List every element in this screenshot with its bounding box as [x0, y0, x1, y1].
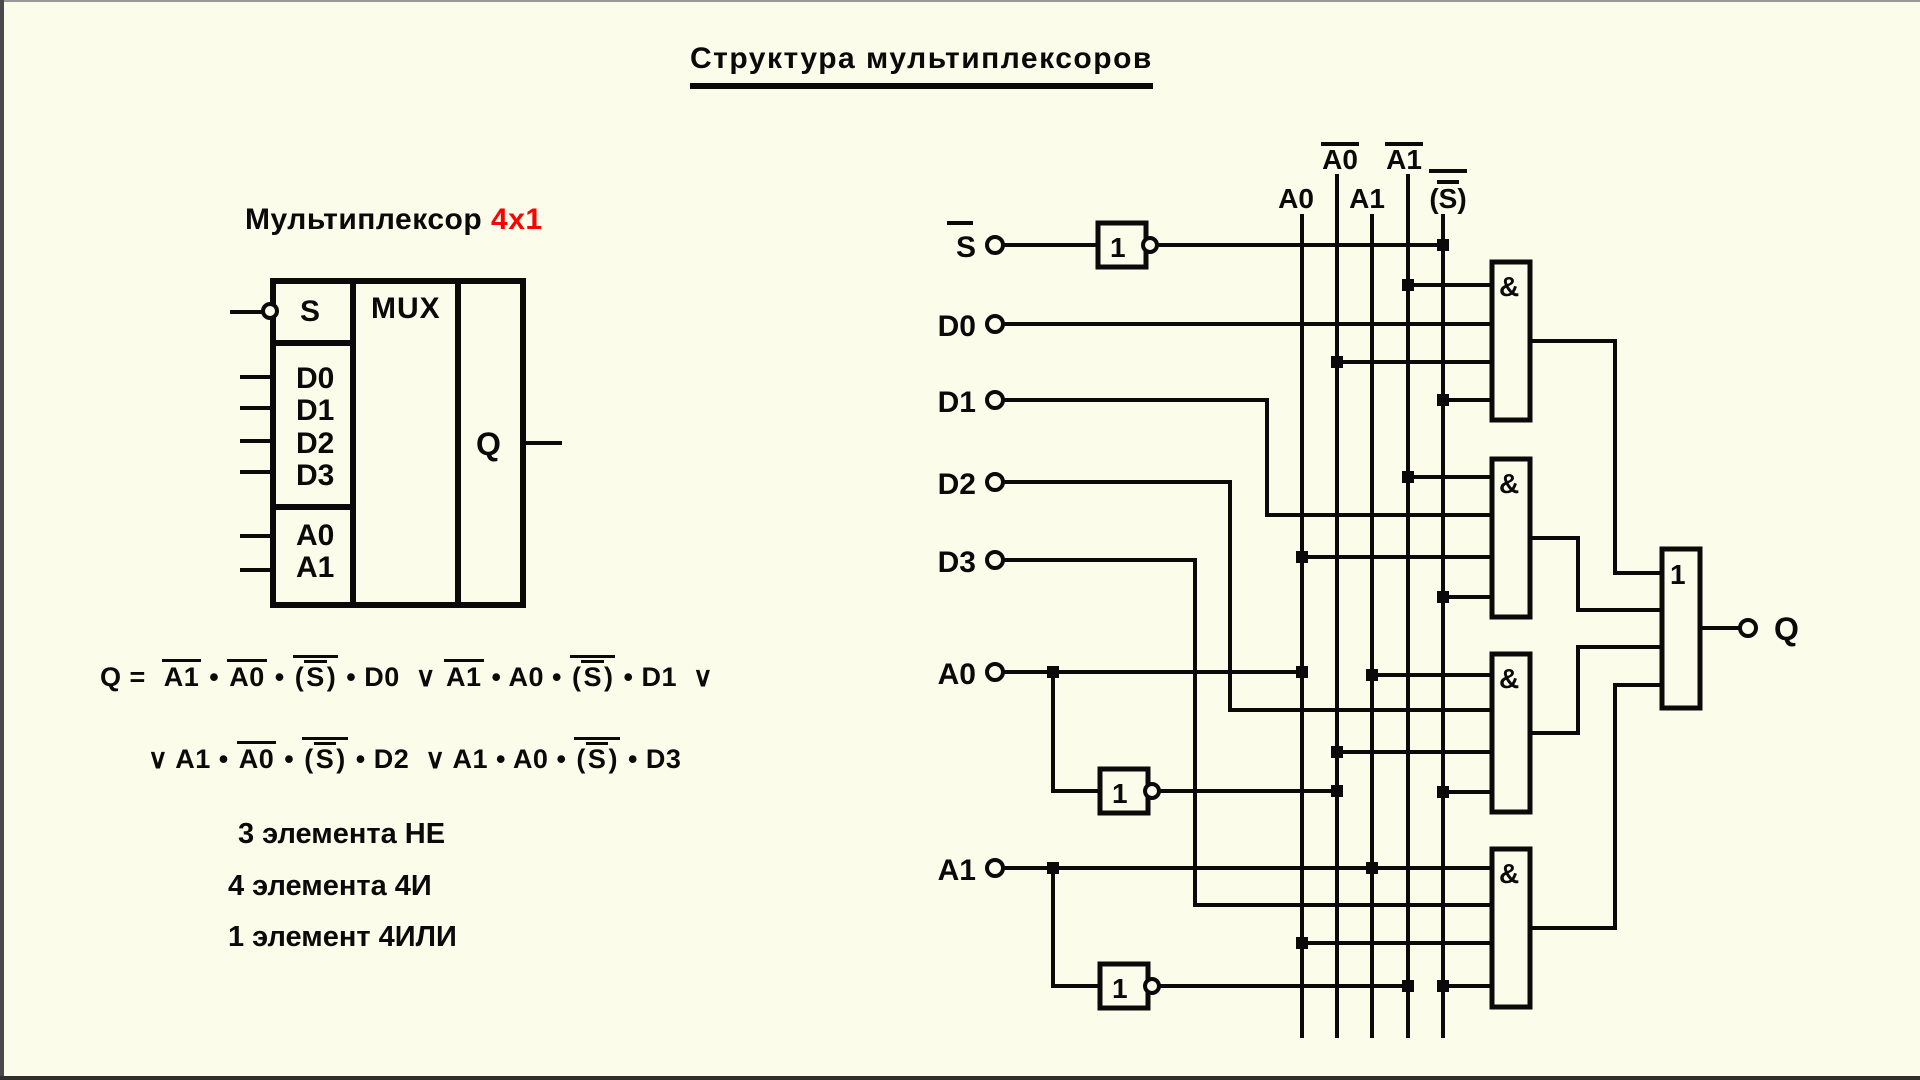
mux-select-label: S [300, 295, 321, 328]
mux-block-label: MUX [371, 292, 441, 325]
mux-addr-label-a1: A1 [296, 551, 335, 584]
and-gate-2 [1489, 456, 1533, 620]
mux-addr-label-a0: A0 [296, 519, 335, 552]
terminal-d0 [985, 314, 1005, 334]
mux-heading-accent: 4x1 [491, 203, 543, 236]
mux-stub-a0 [240, 534, 270, 538]
and-gate-3 [1489, 651, 1533, 815]
input-label-d1: D1 [938, 386, 976, 419]
terminal-a1 [985, 858, 1005, 878]
bus-label-a0: A0 [1278, 183, 1314, 214]
and-gate-1 [1489, 259, 1533, 423]
equation-line-2: ∨ A1 • A0 • (S) • D2 ∨ A1 • A0 • (S) • D… [148, 737, 681, 773]
and-output-wires [1530, 339, 1740, 930]
and-gate-4 [1489, 846, 1533, 1010]
mux-divider-s [270, 340, 356, 346]
bus-label-ns: (S) [1429, 183, 1466, 214]
input-label-d2: D2 [938, 468, 976, 501]
frame-bottom-border [0, 1076, 1920, 1080]
frame-top-border [0, 0, 1920, 2]
mux-divider-right [455, 278, 461, 608]
not-gate-a0-label: 1 [1112, 778, 1128, 809]
count-and-elements: 4 элемента 4И [228, 870, 432, 902]
not-gate-bubbles [1141, 236, 1161, 995]
mux-data-label-d1: D1 [296, 394, 335, 427]
input-label-a1: A1 [938, 854, 976, 887]
mux-stub-d0 [240, 375, 270, 379]
bus-lines [1300, 174, 1445, 1038]
junction-dots [1047, 239, 1449, 992]
terminal-q [1738, 618, 1758, 638]
not-gate-a1-label: 1 [1112, 973, 1128, 1004]
mux-s-inversion-bubble [261, 302, 279, 320]
mux-stub-d3 [240, 470, 270, 474]
mux-data-label-d0: D0 [296, 362, 335, 395]
terminal-d3 [985, 550, 1005, 570]
mux-heading-text: Мультиплексор [245, 203, 483, 236]
input-label-s: S [956, 231, 976, 264]
and-gate-4-label: & [1499, 858, 1519, 889]
output-label-q: Q [1774, 611, 1799, 647]
or-gate-label: 1 [1670, 559, 1686, 590]
input-label-d0: D0 [938, 310, 976, 343]
terminal-s [985, 235, 1005, 255]
count-or-elements: 1 элемент 4ИЛИ [228, 921, 457, 953]
and-gate-1-label: & [1499, 271, 1519, 302]
mux-divider-a [270, 504, 356, 510]
bus-tap-wires [1302, 283, 1492, 988]
input-label-a0: A0 [938, 658, 976, 691]
mux-data-label-d2: D2 [296, 427, 335, 460]
terminal-d2 [985, 472, 1005, 492]
mux-stub-d1 [240, 406, 270, 410]
mux-stub-q [526, 441, 562, 445]
mux-stub-s [230, 310, 263, 314]
terminals [985, 235, 1758, 878]
terminal-d1 [985, 390, 1005, 410]
mux-data-label-d3: D3 [296, 459, 335, 492]
terminal-a0 [985, 662, 1005, 682]
input-wires [1003, 243, 1492, 988]
and-gate-3-label: & [1499, 663, 1519, 694]
page-title: Структура мультиплексоров [690, 42, 1153, 89]
bus-label-na1: A1 [1386, 144, 1422, 175]
mux-heading: Мультиплексор 4x1 [245, 203, 543, 237]
mux-stub-a1 [240, 568, 270, 572]
bus-label-a1: A1 [1349, 183, 1385, 214]
frame-left-border [0, 0, 4, 1080]
or-gate [1659, 546, 1703, 711]
input-label-d3: D3 [938, 546, 976, 579]
not-gate-s-label: 1 [1110, 232, 1126, 263]
count-not-elements: 3 элемента НЕ [238, 818, 446, 850]
and-gate-2-label: & [1499, 468, 1519, 499]
overbar-lines [947, 142, 1467, 225]
mux-divider-left [350, 278, 356, 608]
mux-output-label: Q [476, 426, 501, 462]
mux-stub-d2 [240, 439, 270, 443]
bus-label-na0: A0 [1322, 144, 1358, 175]
mux-block [270, 278, 526, 608]
equation-line-1: Q = A1 • A0 • (S) • D0 ∨ A1 • A0 • (S) •… [100, 655, 713, 691]
